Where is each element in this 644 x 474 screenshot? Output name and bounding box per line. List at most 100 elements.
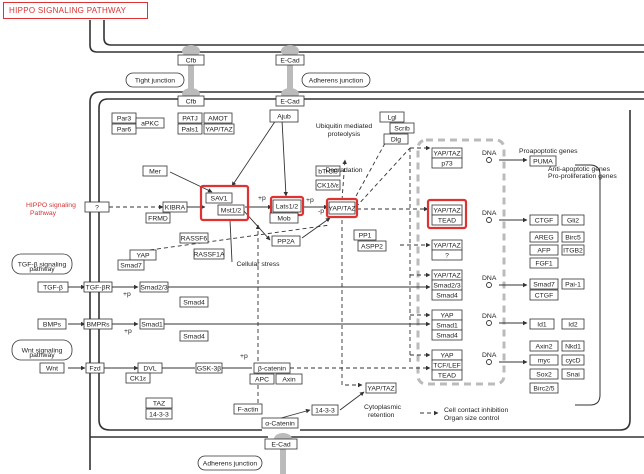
node-box-tead	[431, 214, 463, 226]
label-dna: DNA	[482, 150, 497, 157]
cell-membranes	[89, 20, 644, 470]
label-p73: p73	[441, 160, 453, 167]
node-box-id2	[561, 318, 585, 330]
label-bcatenin: β-catenin	[258, 365, 286, 372]
node-box-cycd	[561, 354, 585, 366]
label-ecad: E-Cad	[271, 441, 290, 448]
label-smad1: Smad1	[141, 321, 163, 328]
label-cell_contact: Cell contact inhibition	[444, 407, 508, 414]
node-box-yap_taz_main	[328, 201, 356, 215]
label-p: +p	[306, 197, 314, 204]
label-cellular_stress: Cellular stress	[236, 261, 280, 268]
label-ctgf: CTGF	[535, 292, 554, 299]
label-patj: PATJ	[182, 115, 198, 122]
node-box-apkc	[135, 117, 165, 129]
label-puma: PUMA	[533, 158, 553, 165]
node-box-axin2	[529, 340, 559, 352]
node-box-ajub	[269, 109, 299, 123]
label-organ_size: Organ size control	[444, 415, 500, 422]
node-box-rassf1a	[193, 248, 225, 260]
gene-bracket	[575, 164, 601, 406]
node-box-bcatenin	[253, 362, 291, 374]
node-box-puma	[529, 155, 557, 167]
label-smad7: Smad7	[533, 281, 555, 288]
label-dna: DNA	[482, 352, 497, 359]
label-par6: Par6	[117, 126, 132, 133]
label-bmps: BMPs	[43, 321, 62, 328]
node-box-mst12	[217, 204, 245, 216]
label-ecad: E-Cad	[280, 98, 299, 105]
label-birc5: Birc5	[565, 234, 581, 241]
label-yap: YAP	[440, 312, 454, 319]
node-box-unknown	[84, 201, 110, 213]
node-box-smad7	[117, 259, 145, 271]
node-box-ecad	[275, 95, 305, 107]
label-rassf1a: RASSF1A	[194, 251, 225, 258]
label-smad4: Smad4	[436, 332, 458, 339]
label-kibra: KIBRA	[165, 204, 186, 211]
label-smad7: Smad7	[120, 262, 142, 269]
label-yap_taz_main: YAP/TAZ	[433, 207, 460, 214]
node-box-ecad	[275, 54, 305, 66]
node-box-patj	[177, 112, 203, 124]
node-box-tgfbr	[83, 281, 113, 293]
label-nkd1: Nkd1	[565, 343, 581, 350]
label-yap_taz_main: YAP/TAZ	[328, 205, 355, 212]
node-box-areg	[529, 231, 559, 243]
label-smad1: Smad1	[436, 322, 458, 329]
node-box-amot	[203, 112, 233, 124]
node-box-smad4	[179, 330, 209, 342]
label-smad23: Smad2/3	[140, 284, 167, 291]
node-box-pp1	[353, 229, 377, 241]
label-apc: APC	[255, 376, 269, 383]
label-pai1: Pai-1	[565, 281, 581, 288]
label-btrcp: bTrCP	[318, 168, 338, 175]
node-box-smad4	[431, 329, 463, 341]
label-proapoptotic: Proapoptotic genes	[519, 148, 578, 155]
label-smad4: Smad4	[436, 292, 458, 299]
label-ecad: E-Cad	[280, 57, 299, 64]
label-degradation: Degradation	[325, 167, 362, 174]
node-box-ctgf	[529, 289, 559, 301]
label-itgb2: ITGB2	[563, 247, 583, 254]
label-wnt: Wnt	[46, 365, 58, 372]
node-box-mob	[269, 212, 299, 224]
node-box-kibra	[162, 201, 188, 213]
node-box-ctgf	[529, 214, 559, 226]
label-mer: Mer	[149, 168, 161, 175]
label-dvl: DVL	[143, 365, 156, 372]
node-box-par6	[111, 123, 137, 135]
dna-markers	[486, 157, 492, 365]
node-box-snai	[561, 368, 585, 380]
label-axin: Axin	[282, 376, 295, 383]
label-rassf6: RASSF6	[181, 235, 208, 242]
label-adherens_junction: Adherens junction	[203, 460, 258, 467]
node-box-fgf1	[529, 257, 559, 269]
label-lats12: Lats1/2	[276, 203, 299, 210]
node-box-ck1	[315, 179, 341, 191]
label-cycd: cycD	[565, 357, 580, 364]
node-box-tight_junction	[125, 72, 185, 88]
node-boxes	[11, 54, 585, 471]
label-cytoplasmic: Cytoplasmic	[364, 404, 402, 411]
node-box-smad4	[179, 296, 209, 308]
label-yap_taz_main: YAP/TAZ	[433, 272, 460, 279]
label-unknown: ?	[445, 252, 449, 259]
node-box-tgfb	[37, 281, 69, 293]
label-pathway: Pathway	[30, 210, 57, 217]
label-frmd: FRMD	[148, 215, 168, 222]
label-lgl: Lgl	[387, 114, 397, 121]
node-box-pp2a	[271, 235, 301, 247]
label-id1: Id1	[537, 321, 547, 328]
node-box-frmd	[145, 212, 171, 224]
label-ck1: CK1δ/ε	[317, 182, 339, 189]
label-dlg: Dlg	[391, 136, 401, 143]
label-id2: Id2	[568, 321, 578, 328]
label-dna: DNA	[482, 210, 497, 217]
node-box-smad1	[139, 318, 165, 330]
label-pm: -p	[318, 208, 324, 215]
node-box-acatenin	[261, 417, 299, 429]
label-ctgf: CTGF	[535, 217, 554, 224]
label-hippo_signaling: HIPPO signaling	[26, 202, 76, 209]
node-box-pai1	[561, 278, 585, 290]
